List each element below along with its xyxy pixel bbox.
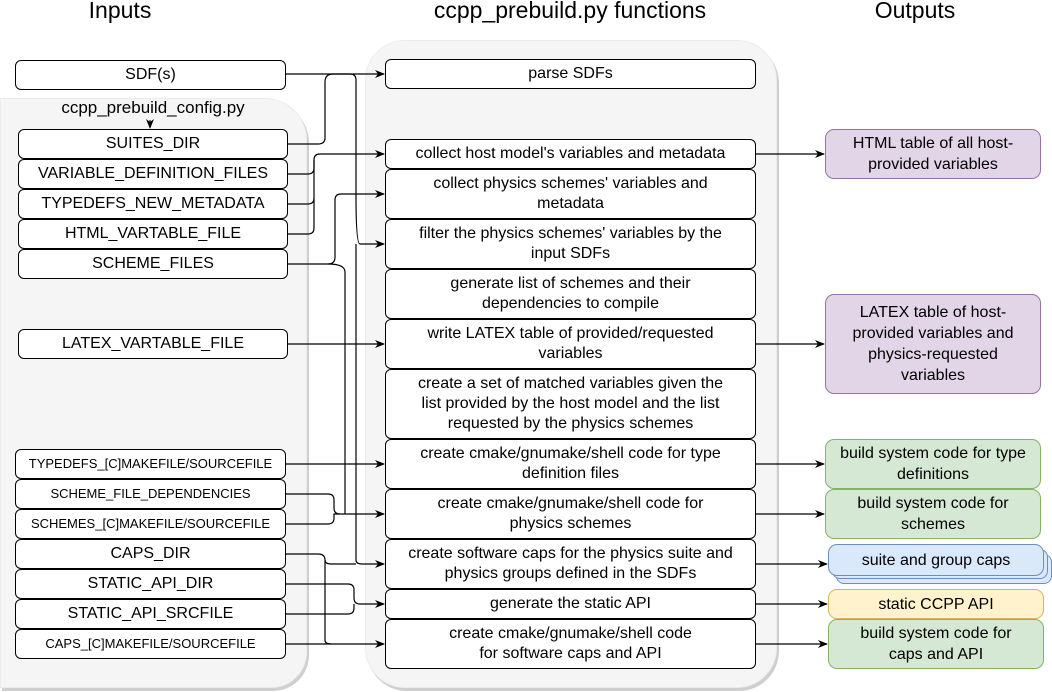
output-latex-table[interactable]: LATEX table of host- provided variables … [825,294,1041,394]
config-variable-definition-files[interactable]: VARIABLE_DEFINITION_FILES [18,159,288,189]
function-create-caps-build-code[interactable]: create cmake/gnumake/shell code for soft… [385,619,756,669]
function-write-latex-table[interactable]: write LATEX table of provided/requested … [385,319,756,369]
wire-sdf-caps [355,244,385,568]
wire-caps-dir [286,553,356,565]
wire-static-api-dir [286,583,385,608]
output-typedef-build-code[interactable]: build system code for type definitions [825,439,1041,489]
wire-scheme-deps [286,493,341,515]
config-html-vartable-file[interactable]: HTML_VARTABLE_FILE [18,219,288,249]
function-generate-static-api[interactable]: generate the static API [385,589,756,619]
function-collect-host-variables[interactable]: collect host model's variables and metad… [385,139,756,169]
input-sdf[interactable]: SDF(s) [15,60,286,90]
function-create-matched-variables[interactable]: create a set of matched variables given … [385,369,756,439]
output-html-table[interactable]: HTML table of all host- provided variabl… [825,129,1041,179]
outputs-header: Outputs [874,0,956,23]
inputs-header: Inputs [88,0,152,23]
wire-typedefs-new [288,160,315,205]
config-typedefs-new-metadata[interactable]: TYPEDEFS_NEW_METADATA [18,189,288,219]
function-generate-scheme-list[interactable]: generate list of schemes and their depen… [385,269,756,319]
function-collect-physics-variables[interactable]: collect physics schemes' variables and m… [385,169,756,219]
wire-caps-dir-down [324,560,332,645]
function-parse-sdfs[interactable]: parse SDFs [385,59,756,89]
wire-suites-dir [288,73,350,145]
function-filter-physics-variables[interactable]: filter the physics schemes' variables by… [385,219,756,269]
wire-static-api-src [286,604,355,615]
wire-sdf-filter [349,73,385,248]
config-typedefs-makefile[interactable]: TYPEDEFS_[C]MAKEFILE/SOURCEFILE [15,449,286,479]
output-static-api[interactable]: static CCPP API [828,589,1044,619]
function-create-scheme-build-code[interactable]: create cmake/gnumake/shell code for phys… [385,489,756,539]
output-caps-build-code[interactable]: build system code for caps and API [828,619,1044,669]
config-latex-vartable-file[interactable]: LATEX_VARTABLE_FILE [18,329,288,359]
output-scheme-build-code[interactable]: build system code for schemes [825,489,1041,539]
wire-scheme-files-down [327,263,346,514]
function-create-software-caps[interactable]: create software caps for the physics sui… [385,539,756,589]
function-create-typedef-build-code[interactable]: create cmake/gnumake/shell code for type… [385,439,756,489]
config-suites-dir[interactable]: SUITES_DIR [18,129,288,159]
config-scheme-files[interactable]: SCHEME_FILES [18,249,288,279]
wire-vardef [288,150,385,175]
config-caps-dir[interactable]: CAPS_DIR [15,539,286,569]
wire-schemes-makefile [286,510,385,525]
config-static-api-srcfile[interactable]: STATIC_API_SRCFILE [15,599,286,629]
config-caps-makefile[interactable]: CAPS_[C]MAKEFILE/SOURCEFILE [15,629,286,659]
config-group-label: ccpp_prebuild_config.py [61,98,245,117]
config-schemes-makefile[interactable]: SCHEMES_[C]MAKEFILE/SOURCEFILE [15,509,286,539]
config-scheme-file-dependencies[interactable]: SCHEME_FILE_DEPENDENCIES [15,479,286,509]
wire-html-vartable [288,198,315,235]
output-suite-group-caps[interactable]: suite and group caps [828,544,1044,576]
config-static-api-dir[interactable]: STATIC_API_DIR [15,569,286,599]
functions-header: ccpp_prebuild.py functions [433,0,707,23]
